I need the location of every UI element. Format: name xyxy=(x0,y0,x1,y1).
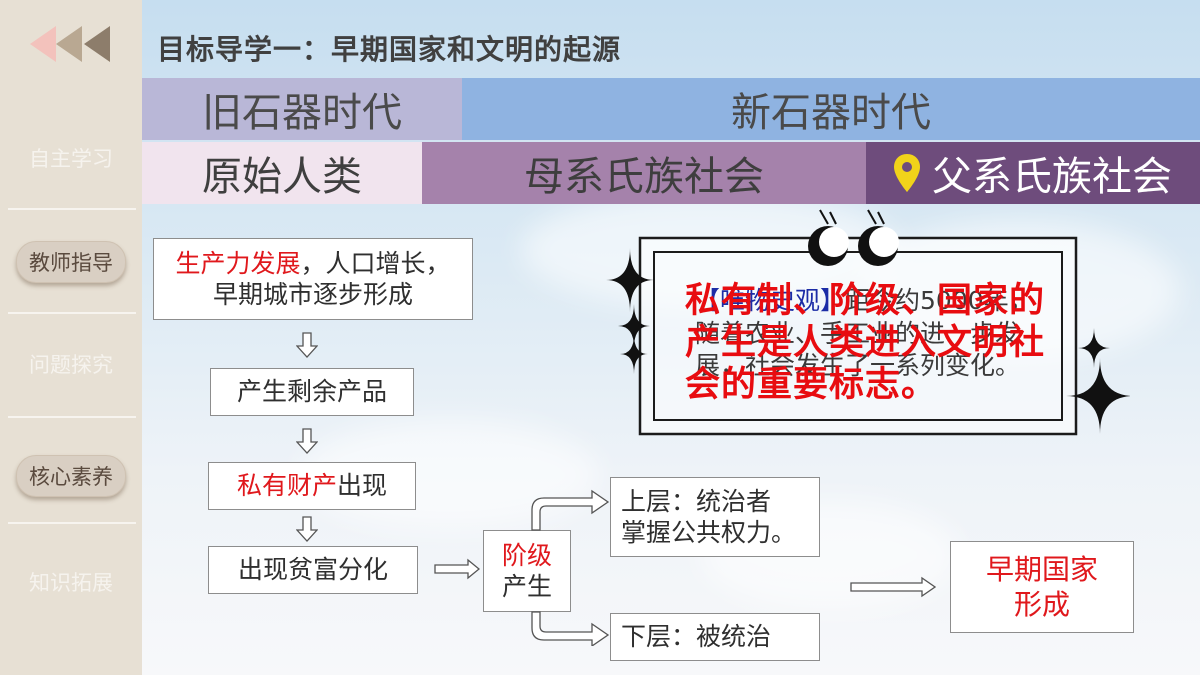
sidebar-divider xyxy=(8,312,136,314)
down-arrow-icon xyxy=(296,428,318,454)
callout-body: 距今约5000年，随着农业、手工业的进一步发展，社会发生了一系列变化。 xyxy=(695,286,1034,380)
sidebar-nav: 自主学习 教师指导 问题探究 核心素养 知识拓展 xyxy=(0,0,142,675)
sidebar-item-label: 问题探究 xyxy=(29,353,113,377)
era-patriarchal-label: 父系氏族社会 xyxy=(932,154,1172,200)
sidebar-item-core-literacy[interactable]: 核心素养 xyxy=(0,424,142,528)
era-matriarchal-society: 母系氏族社会 xyxy=(422,142,866,204)
surplus-products-box: 产生剩余产品 xyxy=(210,368,414,416)
callout-text: 【唯物史观】距今约5000年，随着农业、手工业的进一步发展，社会发生了一系列变化… xyxy=(695,285,1040,383)
productivity-rest: ，人口增长， xyxy=(300,248,451,278)
page-title: 目标导学一：早期国家和文明的起源 xyxy=(157,33,622,66)
wealth-gap-box: 出现贫富分化 xyxy=(208,546,418,594)
callout-frame xyxy=(606,209,1130,436)
upper-class-box: 上层：统治者 掌握公共权力。 xyxy=(610,477,820,557)
era-primitive-humans: 原始人类 xyxy=(142,142,422,204)
productivity-highlight: 生产力发展 xyxy=(175,248,301,278)
callout-tag: 【唯物史观】 xyxy=(695,286,846,315)
era-paleolithic: 旧石器时代 xyxy=(142,78,462,140)
right-arrow-icon xyxy=(850,576,936,598)
right-arrow-icon xyxy=(434,558,480,580)
sidebar-item-label: 自主学习 xyxy=(29,147,113,171)
location-pin-icon xyxy=(894,154,920,192)
sidebar-item-label: 知识拓展 xyxy=(29,571,113,595)
sidebar-divider xyxy=(8,208,136,210)
productivity-line2: 早期城市逐步形成 xyxy=(212,280,413,309)
sidebar-item-self-study[interactable]: 自主学习 xyxy=(0,106,142,210)
early-state-line2: 形成 xyxy=(1013,588,1070,621)
lower-class-box: 下层：被统治 xyxy=(610,613,820,661)
class-label: 阶级 xyxy=(501,540,552,570)
sidebar-item-teacher-guide[interactable]: 教师指导 xyxy=(0,210,142,314)
down-arrow-icon xyxy=(296,516,318,542)
upper-class-line1: 上层：统治者 xyxy=(621,486,772,516)
branch-arrows-icon xyxy=(531,489,610,646)
sidebar-item-extension[interactable]: 知识拓展 xyxy=(0,530,142,634)
class-emergence-label: 产生 xyxy=(501,572,552,601)
private-property-highlight: 私有财产 xyxy=(236,471,337,501)
era-neolithic: 新石器时代 xyxy=(462,78,1200,140)
sidebar-divider xyxy=(8,522,136,524)
sidebar-item-label: 核心素养 xyxy=(16,455,126,497)
early-state-line1: 早期国家 xyxy=(985,553,1098,586)
sidebar-item-label: 教师指导 xyxy=(16,241,126,283)
era-patriarchal-society: 父系氏族社会 xyxy=(866,142,1200,204)
down-arrow-icon xyxy=(296,332,318,358)
early-state-box: 早期国家 形成 xyxy=(950,541,1134,633)
class-emergence-box: 阶级 产生 xyxy=(483,530,571,612)
private-property-rest: 出现 xyxy=(337,471,388,501)
upper-class-line2: 掌握公共权力。 xyxy=(621,518,797,547)
private-property-box: 私有财产出现 xyxy=(208,462,416,510)
sidebar-item-inquiry[interactable]: 问题探究 xyxy=(0,312,142,416)
sidebar-divider xyxy=(8,416,136,418)
callout-overlay-text: 私有制、阶级、国家的产生是人类进入文明社会的重要标志。 xyxy=(685,281,1046,405)
back-arrows-icon[interactable] xyxy=(30,26,114,62)
productivity-box: 生产力发展，人口增长， 早期城市逐步形成 xyxy=(153,238,473,320)
